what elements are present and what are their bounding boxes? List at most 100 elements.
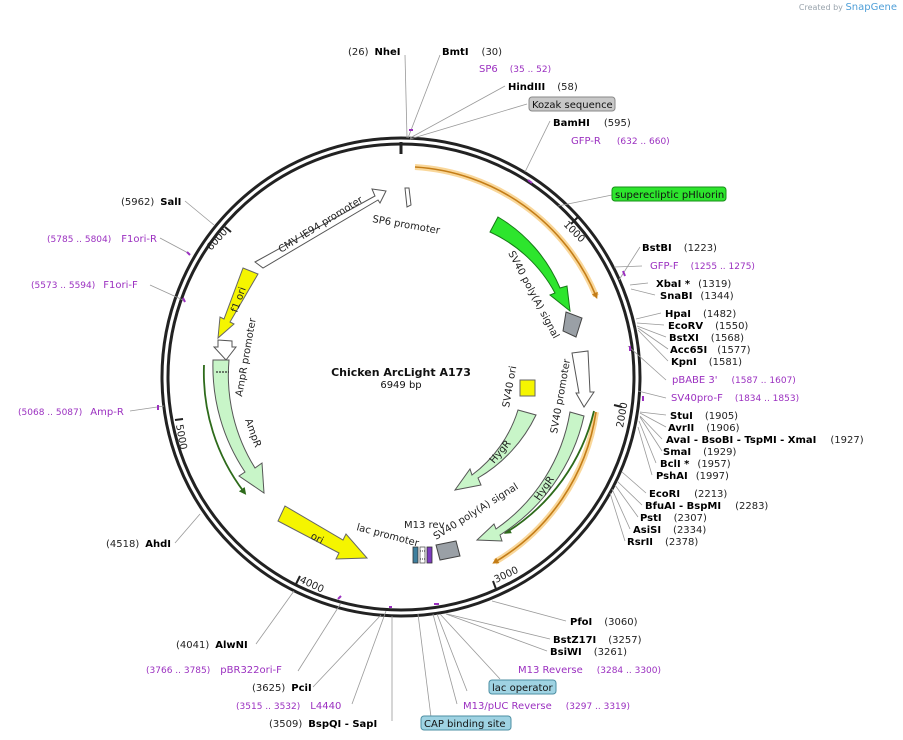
tick-label-6000: 6000 [205,227,230,253]
tick-5000: 5000 [173,418,188,451]
site-label-28: PstI (2307) [640,513,707,524]
site-label-21: AvrII(1906) [668,423,740,434]
feature-hygr-inner: HygR [453,409,537,491]
snapgene-branding: Created by SnapGene [799,2,897,13]
site-pos: (26) [348,47,369,58]
primer-name: M13 Reverse [518,665,583,676]
site-pos: (1344) [700,291,733,302]
site-pos: (1929) [703,447,736,458]
site-label-26: EcoRI(2213) [649,489,727,500]
site-pos: (2213) [694,489,727,500]
site-pos: (5962) [121,197,154,208]
site-pos: (3261) [594,647,627,658]
site-label-11: XbaI *(1319) [656,279,731,290]
site-name: AhdI [145,539,171,550]
primer-range: (3297 .. 3319) [566,702,630,712]
site-pos: (2307) [674,513,707,524]
site-label-46: (5785 .. 5804) F1ori-R [47,234,157,245]
site-label-33: BsiWI (3261) [550,647,627,658]
site-labels: (26)NheI BmtI(30) SP6(35 .. 52) HindIII(… [18,47,864,731]
feature-tag-label: lac operator [492,683,553,694]
tick-6000: 6000 [205,226,232,253]
feature-tag-pHluorin: superecliptic pHluorin [611,186,727,202]
primer-name: F1ori-R [121,234,157,245]
feature-tag-lac-operator: lac operator [488,679,557,695]
primer-name: SV40pro-F [671,393,723,404]
primer-range: (632 .. 660) [617,137,670,147]
feature-tag-label: superecliptic pHluorin [615,190,724,201]
outer-arrow-bottom-right [492,411,599,565]
site-pos: (1482) [703,309,736,320]
inner-green-arrow-right [503,410,595,534]
primer-range: (3766 .. 3785) [146,666,210,676]
primer-name: F1ori-F [103,280,138,291]
feature-tag-kozak: Kozak sequence [528,96,616,112]
site-label-13: HpaI(1482) [665,309,736,320]
site-label-6: BamHI(595) [553,118,631,129]
feature-label-hygr2: HygR [532,474,556,502]
site-name: PshAI [656,471,688,482]
site-pos: (1997) [696,471,729,482]
site-name: XbaI * [656,279,691,290]
primer-name: pBR322ori-F [220,665,282,676]
primer-name: GFP-R [571,136,601,147]
site-pos: (1550) [715,321,748,332]
site-label-34: M13 Reverse (3284 .. 3300) [518,665,661,676]
feature-hygr-outer: HygR [475,411,585,542]
feature-superecliptic-pHluorin [489,216,571,313]
site-pos: (1577) [717,345,750,356]
tick-label-2000: 2000 [615,402,630,429]
feature-cmv-promoter: CMV IE94 promoter [254,188,387,269]
site-pos: (3257) [608,635,641,646]
site-name: BstXI [669,333,699,344]
site-label-23: SmaI(1929) [663,447,736,458]
site-name: PciI [291,683,311,694]
plasmid-length: 6949 bp [380,380,421,391]
primer-range: (1255 .. 1275) [691,262,755,272]
site-pos: (2378) [665,537,698,548]
site-name: StuI [670,411,693,422]
site-name: HindIII [508,82,545,93]
site-name: AvaI - BsoBI - TspMI - XmaI [666,435,816,446]
site-name: BsiWI [550,647,582,658]
site-pos: (1223) [684,243,717,254]
site-name: BstBI [642,243,672,254]
outer-arrow-top-right [414,164,599,299]
site-pos: (3060) [604,617,637,628]
feature-tag-label: Kozak sequence [532,100,613,111]
site-label-22: AvaI - BsoBI - TspMI - XmaI (1927) [666,435,864,446]
site-name: BfuAI - BspMI [645,501,721,512]
site-pos: (2334) [673,525,706,536]
feature-label-sv40pa2: SV40 poly(A) signal [432,481,521,542]
site-label-40: (3625) PciI [252,683,312,694]
site-pos: (4518) [106,539,139,550]
site-name: NheI [375,47,401,58]
site-label-38: (3509)BspQI - SapI [269,719,377,730]
primer-name: M13/pUC Reverse [463,701,552,712]
site-pos: (3625) [252,683,285,694]
feature-lac-region: lac promoter M13 rev [355,520,445,564]
site-name: KpnI [671,357,697,368]
site-name: PstI [640,513,662,524]
site-name: RsrII [627,537,653,548]
primer-range: (3284 .. 3300) [597,666,661,676]
site-label-39: (3515 .. 3532)L4440 [236,701,341,712]
site-pos: (1906) [706,423,739,434]
leader-lines [129,54,669,721]
site-label-30: RsrII (2378) [627,537,698,548]
backbone-outer-ring [160,136,642,618]
site-label-14: EcoRV (1550) [668,321,748,332]
tick-label-3000: 3000 [493,565,521,586]
site-label-10: GFP-F(1255 .. 1275) [650,261,755,272]
primer-range: (5785 .. 5804) [47,235,111,245]
site-label-19: SV40pro-F(1834 .. 1853) [671,393,799,404]
feature-tag-cap-binding: CAP binding site [420,715,512,731]
site-name: EcoRV [668,321,703,332]
site-name: AlwNI [215,640,248,651]
site-pos: (1927) [830,435,863,446]
site-name: BspQI - SapI [308,719,377,730]
site-label-29: AsiSI(2334) [633,525,706,536]
feature-label-sp6p: SP6 promoter [371,214,441,237]
primer-range: (5573 .. 5594) [31,281,95,291]
